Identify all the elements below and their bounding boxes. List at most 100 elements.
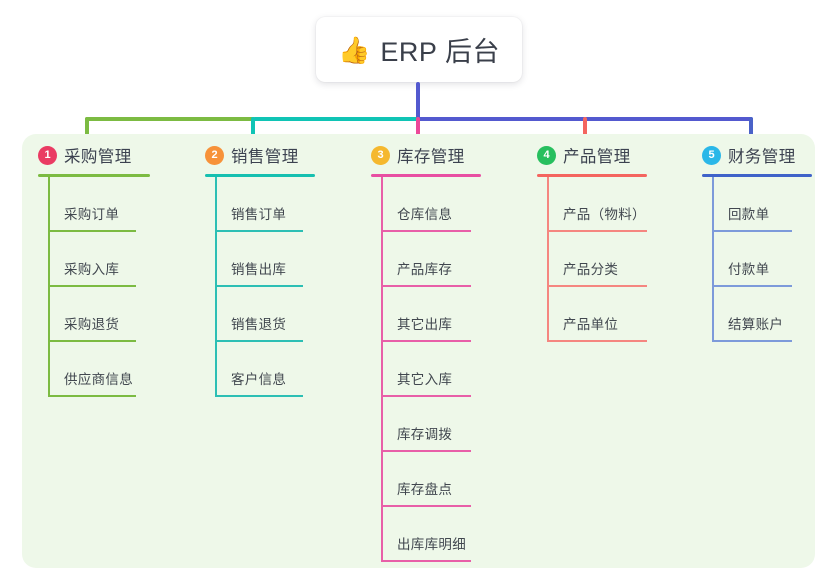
column-items-2: 销售订单销售出库销售退货客户信息 [205,177,315,397]
column-header-rule-1 [38,174,150,177]
column-items-1: 采购订单采购入库采购退货供应商信息 [38,177,150,397]
list-item-rule [381,450,471,452]
list-item[interactable]: 采购订单 [38,177,150,232]
list-item[interactable]: 销售退货 [205,287,315,342]
list-item[interactable]: 采购退货 [38,287,150,342]
list-item[interactable]: 产品（物料） [537,177,647,232]
column-items-3: 仓库信息产品库存其它出库其它入库库存调拨库存盘点出库库明细 [371,177,481,562]
list-item[interactable]: 其它入库 [371,342,481,397]
column-3: 3 库存管理仓库信息产品库存其它出库其它入库库存调拨库存盘点出库库明细 [371,142,481,562]
list-item-label: 付款单 [728,262,770,277]
column-items-5: 回款单付款单结算账户 [702,177,812,342]
list-item-rule [712,340,792,342]
list-item-rule [215,395,303,397]
connector-drop-5 [749,117,753,145]
column-badge-icon-3: 3 [371,145,390,165]
list-item[interactable]: 库存盘点 [371,452,481,507]
column-title-1: 采购管理 [64,148,132,166]
list-item-rule [381,340,471,342]
list-item-label: 出库库明细 [397,537,466,552]
list-item-label: 采购退货 [64,317,120,332]
list-item-label: 采购入库 [64,262,120,277]
list-item-rule [215,230,303,232]
column-header-5[interactable]: 5 财务管理 [702,142,812,168]
column-title-5: 财务管理 [728,148,796,166]
list-item-label: 其它入库 [397,372,453,387]
list-item[interactable]: 销售出库 [205,232,315,287]
list-item-rule [48,340,136,342]
list-item-label: 产品单位 [563,317,619,332]
root-node-content: 👍 ERP 后台 [338,30,500,69]
list-item-rule [381,505,471,507]
list-item[interactable]: 出库库明细 [371,507,481,562]
column-header-4[interactable]: 4 产品管理 [537,142,647,168]
column-trunk-3 [381,177,383,562]
connector-bus-segment-teal [253,117,419,121]
column-header-rule-5 [702,174,812,177]
connector-drop-3 [416,117,420,145]
list-item-rule [48,230,136,232]
column-trunk-2 [215,177,217,397]
list-item-label: 供应商信息 [64,372,133,387]
list-item-rule [381,395,471,397]
connector-drop-2 [251,117,255,145]
list-item-rule [712,230,792,232]
list-item[interactable]: 产品库存 [371,232,481,287]
list-item[interactable]: 采购入库 [38,232,150,287]
column-5: 5 财务管理回款单付款单结算账户 [702,142,812,342]
list-item[interactable]: 结算账户 [702,287,812,342]
column-header-rule-3 [371,174,481,177]
column-trunk-1 [48,177,50,397]
list-item-label: 库存盘点 [397,482,453,497]
column-header-3[interactable]: 3 库存管理 [371,142,481,168]
column-title-3: 库存管理 [397,148,465,166]
list-item-label: 产品（物料） [563,207,646,222]
list-item-rule [712,285,792,287]
content-panel [22,134,815,568]
connector-drop-1 [85,117,89,145]
column-trunk-4 [547,177,549,342]
column-title-4: 产品管理 [563,148,631,166]
list-item-label: 客户信息 [231,372,287,387]
list-item-rule [547,230,647,232]
list-item[interactable]: 供应商信息 [38,342,150,397]
list-item[interactable]: 付款单 [702,232,812,287]
list-item-label: 采购订单 [64,207,120,222]
list-item-label: 结算账户 [728,317,784,332]
list-item-label: 销售出库 [231,262,287,277]
connector-drop-4 [583,117,587,145]
list-item-label: 产品库存 [397,262,453,277]
list-item[interactable]: 产品分类 [537,232,647,287]
list-item[interactable]: 回款单 [702,177,812,232]
list-item[interactable]: 销售订单 [205,177,315,232]
list-item[interactable]: 仓库信息 [371,177,481,232]
list-item-rule [381,230,471,232]
list-item[interactable]: 客户信息 [205,342,315,397]
list-item[interactable]: 库存调拨 [371,397,481,452]
column-4: 4 产品管理产品（物料） 产品分类产品单位 [537,142,647,342]
column-badge-icon-1: 1 [38,145,57,165]
list-item-label: 其它出库 [397,317,453,332]
list-item-label: 回款单 [728,207,770,222]
root-node-card[interactable]: 👍 ERP 后台 [316,17,522,82]
root-node-title: ERP 后台 [380,37,500,67]
column-badge-icon-5: 5 [702,145,721,165]
column-header-rule-2 [205,174,315,177]
list-item-rule [48,285,136,287]
column-badge-icon-4: 4 [537,145,556,165]
list-item-rule [381,285,471,287]
list-item[interactable]: 其它出库 [371,287,481,342]
list-item-rule [215,285,303,287]
list-item-label: 销售退货 [231,317,287,332]
column-1: 1 采购管理采购订单采购入库采购退货供应商信息 [38,142,150,397]
column-header-1[interactable]: 1 采购管理 [38,142,150,168]
list-item-rule [215,340,303,342]
list-item[interactable]: 产品单位 [537,287,647,342]
list-item-rule [48,395,136,397]
connector-bus-segment-green [85,117,255,121]
column-title-2: 销售管理 [231,148,299,166]
connector-trunk-vertical [416,82,420,120]
list-item-label: 产品分类 [563,262,619,277]
